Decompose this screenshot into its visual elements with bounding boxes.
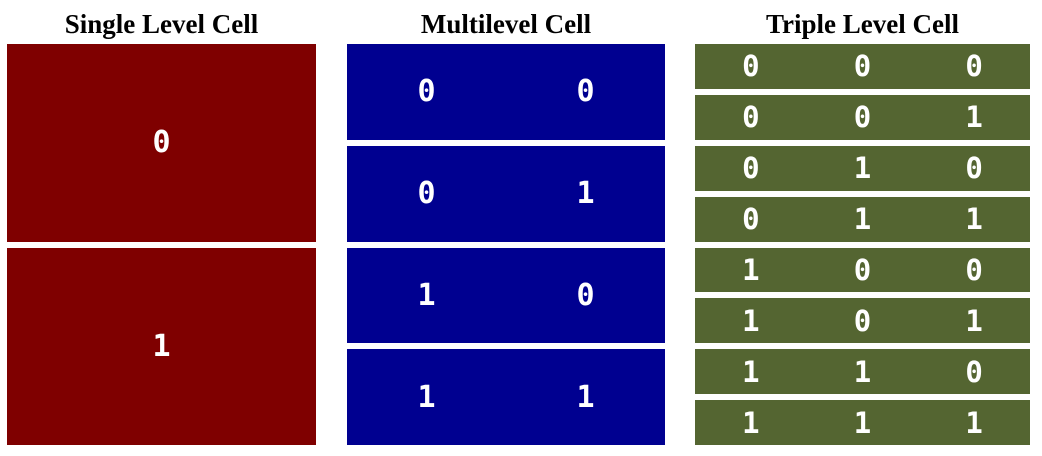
tlc-cell-111: 1 1 1 (695, 400, 1030, 445)
bit-value: 0 (742, 100, 760, 135)
bit-value: 1 (965, 405, 983, 440)
bit-value: 1 (742, 405, 760, 440)
bit-value: 0 (853, 252, 872, 287)
bit-value: 0 (742, 151, 760, 186)
bit-value: 0 (417, 176, 436, 212)
bit-value: 0 (576, 74, 595, 110)
bit-value: 1 (853, 405, 872, 440)
bit-value: 0 (576, 277, 595, 313)
bit-value: 1 (965, 303, 983, 338)
bit-value: 0 (965, 252, 983, 287)
bit-value: 1 (853, 202, 872, 237)
bit-value: 1 (417, 379, 436, 415)
bit-value: 0 (853, 303, 872, 338)
panel-title-multilevel-cell: Multilevel Cell (420, 9, 592, 39)
tlc-cell-101: 1 0 1 (695, 298, 1030, 344)
panel-title-triple-level-cell: Triple Level Cell (766, 9, 959, 39)
bit-value: 0 (853, 100, 872, 135)
bit-value: 1 (965, 100, 983, 135)
bit-value: 1 (853, 151, 872, 186)
bit-value: 0 (965, 49, 983, 84)
bit-value: 0 (853, 49, 872, 84)
bit-value: 1 (853, 354, 872, 389)
bit-value: 1 (417, 277, 436, 313)
tlc-cell-001: 0 0 1 (695, 94, 1030, 140)
bit-value: 1 (152, 328, 171, 364)
bit-value: 0 (417, 74, 436, 110)
tlc-cell-100: 1 0 0 (695, 247, 1030, 293)
bit-value: 1 (965, 202, 983, 237)
bit-value: 0 (742, 49, 760, 84)
slc-cell-1: 1 (7, 247, 316, 445)
bit-value: 1 (576, 176, 595, 212)
tlc-cell-000: 0 0 0 (695, 44, 1030, 89)
bit-value: 1 (742, 354, 760, 389)
tlc-cell-010: 0 1 0 (695, 145, 1030, 191)
bit-value: 0 (152, 125, 171, 161)
tlc-cell-110: 1 1 0 (695, 349, 1030, 395)
bit-value: 0 (965, 151, 983, 186)
bit-value: 1 (742, 303, 760, 338)
bit-value: 0 (965, 354, 983, 389)
bit-value: 1 (742, 252, 760, 287)
bit-value: 0 (742, 202, 760, 237)
cell-stack-tlc: 0 0 0 0 0 1 0 1 0 0 1 1 1 0 0 1 0 1 1 1 0 1 1 1 (695, 44, 1030, 445)
tlc-cell-011: 0 1 1 (695, 196, 1030, 242)
panel-title-single-level-cell: Single Level Cell (64, 9, 259, 39)
slc-cell-0: 0 (7, 44, 316, 242)
bit-value: 1 (576, 379, 595, 415)
